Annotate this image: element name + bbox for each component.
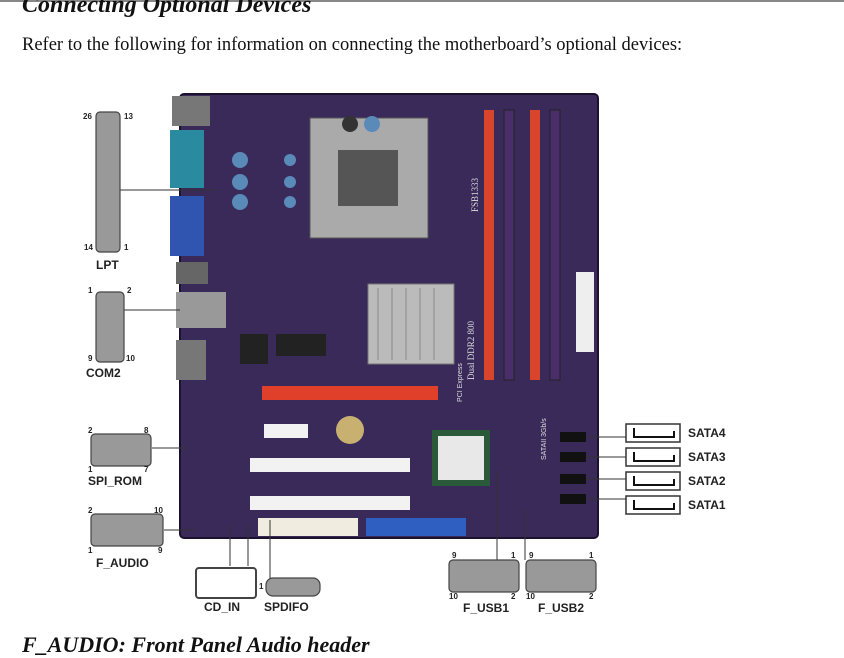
spi-rom-header (90, 433, 152, 467)
silk-ddr: Dual DDR2 800 (466, 321, 476, 380)
usb-ports (176, 262, 208, 284)
f-audio-pin: 9 (158, 546, 163, 555)
com2-pin: 10 (126, 354, 135, 363)
f-audio-header (90, 513, 164, 547)
f-audio-label: F_AUDIO (96, 556, 149, 570)
serial-port (170, 130, 204, 188)
f-audio-pin: 1 (88, 546, 93, 555)
pcie-x1-slot (264, 424, 308, 438)
f-usb1-label: F_USB1 (463, 601, 510, 615)
lpt-pin: 26 (83, 112, 92, 121)
com2-pin: 9 (88, 354, 93, 363)
pci-slot-2 (250, 496, 410, 510)
f-usb2-pin: 10 (526, 592, 535, 601)
vga-port (170, 196, 204, 256)
cmos-battery (336, 416, 364, 444)
ps2-ports (172, 96, 210, 126)
pci-slot-1 (250, 458, 410, 472)
spi-rom-label: SPI_ROM (88, 474, 143, 488)
f-usb2-pin: 1 (589, 551, 594, 560)
lpt-label: LPT (96, 258, 119, 272)
capacitors (232, 116, 380, 210)
f-usb1-pin: 9 (452, 551, 457, 560)
section-heading: Connecting Optional Devices (22, 0, 312, 18)
pcie-x16-slot (262, 386, 438, 400)
spi-rom-pin: 2 (88, 426, 93, 435)
f-usb1-pin: 1 (511, 551, 516, 560)
f-usb2-label: F_USB2 (538, 601, 585, 615)
f-audio-pin: 2 (88, 506, 93, 515)
sata1-label: SATA1 (688, 498, 726, 512)
northbridge-heatsink (367, 283, 455, 365)
ide-connector (366, 518, 466, 536)
page-top-rule (0, 0, 844, 2)
f-usb2-pin: 2 (589, 592, 594, 601)
spi-rom-pin: 8 (144, 426, 149, 435)
f-usb1-pin: 2 (511, 592, 516, 601)
f-audio-pin: 10 (154, 506, 163, 515)
lpt-header (95, 111, 121, 253)
floppy-connector (258, 518, 358, 536)
f-usb2-pin: 9 (529, 551, 534, 560)
dimm-slot-4 (549, 109, 561, 381)
atx-power (576, 272, 594, 352)
lpt-pin: 13 (124, 112, 133, 121)
silk-pci-express: PCI Express (457, 363, 464, 402)
intro-paragraph: Refer to the following for information o… (22, 35, 683, 55)
com2-pin: 1 (88, 286, 93, 295)
f-usb2-header (525, 559, 597, 593)
com2-header (95, 291, 125, 363)
silk-fsb: FSB1333 (470, 177, 480, 212)
sata2-label: SATA2 (688, 474, 726, 488)
cd-in-label: CD_IN (204, 600, 241, 614)
dimm-slot-1 (484, 110, 494, 380)
silk-sata: SATAII 3Gb/s (541, 418, 548, 460)
spi-rom-pin: 7 (144, 465, 149, 474)
spdifo-label: SPDIFO (264, 600, 309, 614)
cd-in-connector (195, 567, 257, 599)
spdifo-header (265, 577, 321, 597)
dimm-slot-3 (530, 110, 540, 380)
sata4-label: SATA4 (688, 426, 726, 440)
sata3-label: SATA3 (688, 450, 726, 464)
com2-pin: 2 (127, 286, 132, 295)
lan-port (176, 292, 226, 328)
next-section-heading: F_AUDIO: Front Panel Audio header (22, 632, 370, 657)
spdifo-pin: 1 (259, 582, 264, 591)
lpt-pin: 1 (124, 243, 129, 252)
f-usb1-pin: 10 (449, 592, 458, 601)
lpt-pin: 14 (84, 243, 93, 252)
com2-label: COM2 (86, 366, 121, 380)
audio-jacks (176, 340, 206, 380)
dimm-slot-2 (503, 109, 515, 381)
io-chip (276, 334, 326, 356)
f-usb1-header (448, 559, 520, 593)
spi-rom-pin: 1 (88, 465, 93, 474)
